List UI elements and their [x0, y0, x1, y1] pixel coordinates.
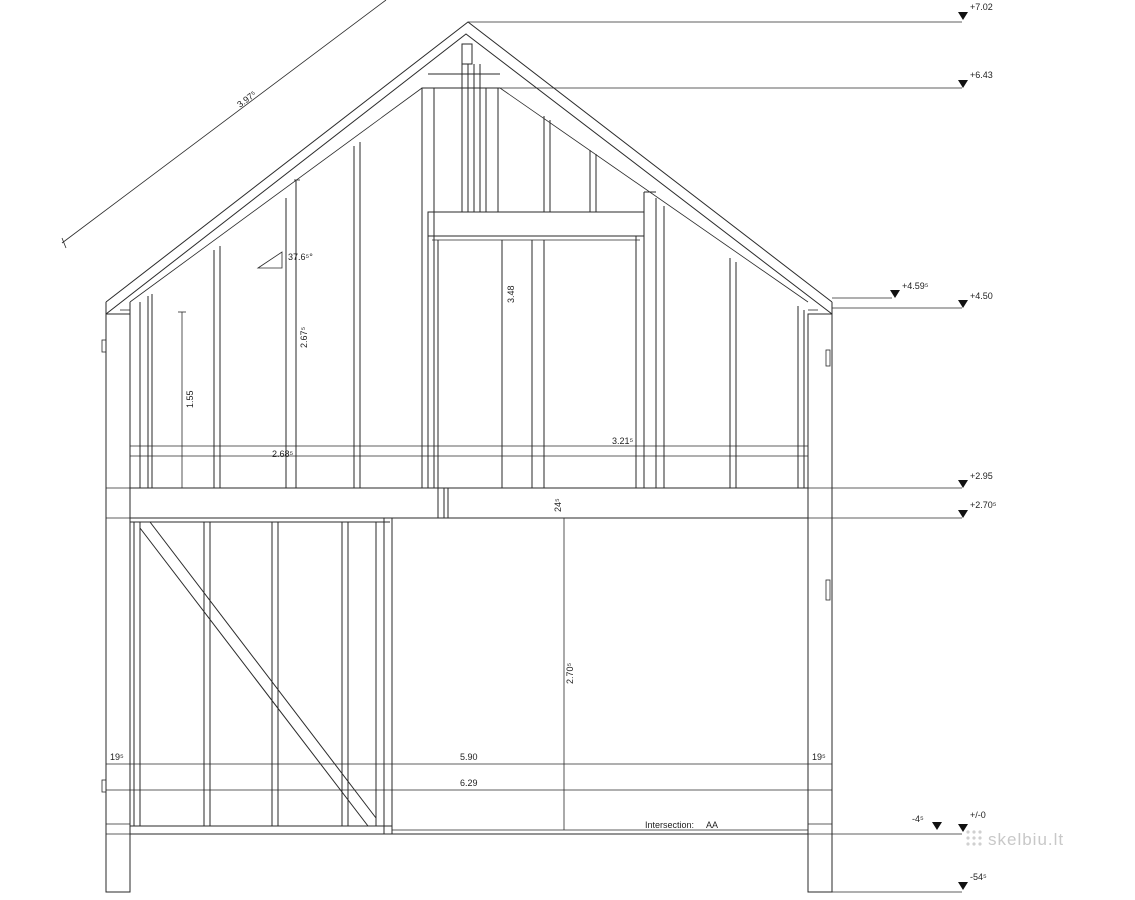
level-marker	[958, 480, 968, 488]
dim-roof-length: 3.97⁵	[235, 89, 258, 110]
level-marker	[958, 824, 968, 832]
left-wall	[101, 313, 131, 893]
dim-span-right: 3.21⁵	[612, 436, 634, 446]
level-marker	[932, 822, 942, 830]
level-label: +2.70⁵	[970, 500, 997, 510]
inner-rafter	[129, 87, 809, 303]
ridge-post	[421, 43, 500, 489]
ground-frame	[130, 518, 393, 834]
level-label: +6.43	[970, 70, 993, 80]
level-marker	[958, 12, 968, 20]
dim-outer-width: 6.29	[460, 778, 478, 788]
dim-roof-angle: 37.6⁵°	[288, 252, 313, 262]
level-markers	[890, 12, 968, 890]
roof-outline	[105, 21, 833, 315]
level-label: +4.50	[970, 291, 993, 301]
level-marker	[958, 300, 968, 308]
dim-inner-width: 5.90	[460, 752, 478, 762]
watermark-grid-icon	[966, 830, 982, 846]
watermark: skelbiu.lt	[966, 830, 1064, 849]
dim-window-height: 1.55	[185, 390, 195, 408]
dim-ridge-height: 3.48	[506, 285, 516, 303]
dim-ground-floor-height: 2.70⁵	[565, 662, 575, 684]
dim-wall-right: 19⁵	[812, 752, 826, 762]
level-label: +7.02	[970, 2, 993, 12]
ridge-beam	[427, 211, 645, 241]
level-label: -4⁵	[912, 814, 924, 824]
level-label: -54⁵	[970, 872, 987, 882]
section-title: Intersection: AA	[645, 820, 718, 830]
level-label: +/-0	[970, 810, 986, 820]
level-lines	[468, 21, 962, 519]
dim-wall-left: 19⁵	[110, 752, 124, 762]
dimension-labels: 3.97⁵ 37.6⁵° 2.67⁵ 1.55 3.48 2.68⁵ 3.21⁵…	[110, 89, 826, 788]
dim-floor-thickness: 24⁵	[553, 498, 563, 512]
dimension-lines	[61, 0, 832, 830]
level-marker	[890, 290, 900, 298]
floor-slab	[129, 487, 809, 519]
attic-studs	[129, 116, 805, 488]
dim-span-left: 2.68⁵	[272, 449, 294, 459]
right-wall	[807, 313, 833, 893]
ground-line	[130, 829, 962, 893]
title-value: AA	[706, 820, 718, 830]
dim-stud-height: 2.67⁵	[299, 326, 309, 348]
level-marker	[958, 510, 968, 518]
level-label: +2.95	[970, 471, 993, 481]
level-labels: +7.02 +6.43 +4.59⁵ +4.50 +2.95 +2.70⁵ +/…	[902, 2, 997, 882]
watermark-text: skelbiu.lt	[988, 830, 1064, 849]
level-marker	[958, 882, 968, 890]
level-marker	[958, 80, 968, 88]
title-label: Intersection:	[645, 820, 694, 830]
level-label: +4.59⁵	[902, 281, 929, 291]
